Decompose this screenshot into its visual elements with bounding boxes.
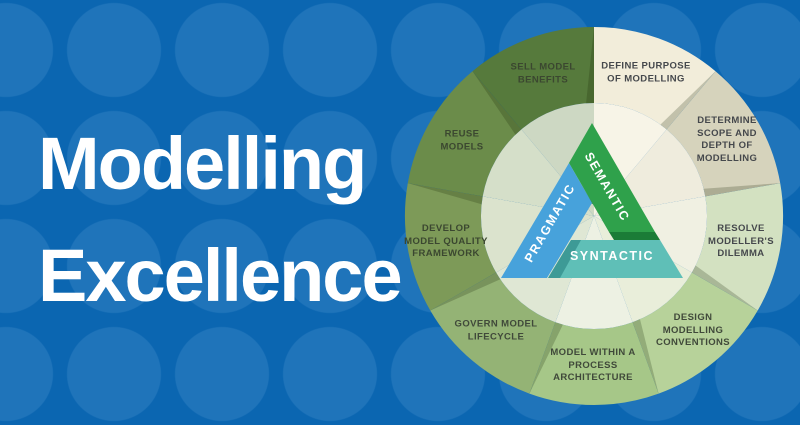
page-title: Modelling Excellence (38, 122, 403, 318)
wheel-segment-reuse-models (407, 71, 522, 197)
segment-separator (472, 71, 522, 135)
triangle-side-semantic (569, 123, 655, 232)
segment-label-design-conventions: DESIGN MODELLING CONVENTIONS (655, 312, 731, 349)
wheel-segment-govern-lifecycle (430, 272, 556, 394)
wheel-segment-develop-framework (404, 183, 497, 311)
triangle-label-syntactic: SYNTACTIC (569, 249, 655, 263)
segment-separator (660, 71, 716, 130)
wheel-segment-determine-scope (666, 71, 781, 197)
segment-label-define-purpose: DEFINE PURPOSE OF MODELLING (601, 60, 691, 84)
segment-label-resolve-dilemma: RESOLVE MODELLER'S DILEMMA (708, 223, 774, 260)
wheel-segment-model-architecture (529, 322, 659, 405)
penrose-triangle (501, 123, 683, 278)
segment-label-develop-framework: DEVELOP MODEL QUALITY FRAMEWORK (404, 223, 488, 260)
triangle-side-pragmatic (501, 163, 592, 278)
triangle-shadow-syntactic (548, 240, 581, 278)
segment-separator (529, 322, 563, 394)
triangle-side-syntactic (548, 240, 683, 278)
segment-label-determine-scope: DETERMINE SCOPE AND DEPTH OF MODELLING (696, 114, 758, 164)
wheel-segment-design-conventions (632, 272, 758, 394)
wheel-segment-sell-benefits (472, 26, 594, 130)
segment-label-reuse-models: REUSE MODELS (440, 128, 484, 152)
segment-separator (586, 27, 594, 104)
wheel-segment-resolve-dilemma (691, 183, 784, 311)
segment-separator (691, 265, 758, 311)
segment-separators (407, 27, 781, 394)
segment-separator (430, 272, 501, 311)
segment-separator (632, 319, 659, 394)
segment-separator (407, 183, 483, 205)
segment-label-sell-benefits: SELL MODEL BENEFITS (510, 61, 576, 85)
segment-separator (703, 183, 781, 197)
triangle-shadow-semantic (609, 232, 660, 240)
segment-label-govern-lifecycle: GOVERN MODEL LIFECYCLE (454, 318, 538, 342)
wheel-outer-ring (404, 26, 784, 405)
segment-label-model-architecture: MODEL WITHIN A PROCESS ARCHITECTURE (550, 347, 636, 384)
wheel-segment-define-purpose (594, 26, 716, 130)
